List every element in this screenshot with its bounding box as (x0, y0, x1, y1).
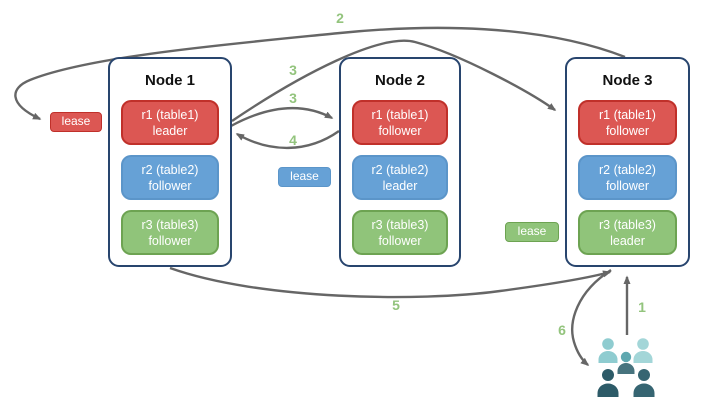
user-front-right-icon (633, 369, 655, 397)
user-middle-icon (617, 351, 635, 374)
user-back-right-icon (633, 338, 653, 363)
users-group-icon (597, 338, 655, 397)
node-2-replica-r2: r2 (table2) leader (352, 155, 448, 200)
replica-range-label: r3 (table3) (141, 217, 199, 232)
node-2-replica-r1: r1 (table1) follower (352, 100, 448, 145)
replica-role-label: follower (148, 233, 192, 248)
node-1-replica-r2: r2 (table2) follower (121, 155, 219, 200)
node-2-replica-r3: r3 (table3) follower (352, 210, 448, 255)
step-label-2: 2 (336, 10, 344, 26)
node-1-replica-r1: r1 (table1) leader (121, 100, 219, 145)
replica-role-label: follower (605, 123, 650, 138)
replica-range-label: r1 (table1) (599, 107, 656, 122)
step-label-1: 1 (638, 299, 646, 315)
node-3-title: Node 3 (602, 72, 653, 89)
step-label-4: 4 (289, 132, 297, 148)
user-back-left-icon (598, 338, 618, 363)
node-3-replica-r3: r3 (table3) leader (578, 210, 677, 255)
lease-badge-red: lease (50, 112, 102, 132)
lease-badge-green: lease (505, 222, 559, 242)
replica-role-label: leader (152, 123, 188, 138)
replica-role-label: follower (378, 123, 422, 138)
arrow-step3-to-node3 (231, 39, 557, 122)
replica-range-label: r2 (table2) (141, 162, 199, 177)
node-3-replica-r1: r1 (table1) follower (578, 100, 677, 145)
replica-role-label: follower (148, 178, 192, 193)
node-3: Node 3 r1 (table1) follower r2 (table2) … (565, 57, 690, 267)
replica-role-label: leader (610, 233, 645, 248)
arrow-step5 (169, 266, 612, 299)
replica-role-label: follower (378, 233, 422, 248)
replica-range-label: r3 (table3) (371, 217, 429, 232)
arrow-step6 (571, 268, 612, 366)
arrow-step2 (14, 26, 626, 121)
node-3-replica-r2: r2 (table2) follower (578, 155, 677, 200)
node-2: Node 2 r1 (table1) follower r2 (table2) … (339, 57, 461, 267)
node-1: Node 1 r1 (table1) leader r2 (table2) fo… (108, 57, 232, 267)
step-label-3b: 3 (289, 90, 297, 106)
step-label-3a: 3 (289, 62, 297, 78)
replica-role-label: follower (605, 178, 650, 193)
arrow-step4 (235, 130, 340, 150)
user-front-left-icon (597, 369, 619, 397)
lease-badge-blue: lease (278, 167, 331, 187)
replica-range-label: r1 (table1) (141, 107, 199, 122)
node-2-title: Node 2 (374, 72, 425, 89)
step-label-6: 6 (558, 322, 566, 338)
arrow-step3-to-node2 (230, 107, 334, 128)
step-label-5: 5 (392, 297, 400, 313)
replica-range-label: r1 (table1) (371, 107, 429, 122)
replica-range-label: r3 (table3) (599, 217, 656, 232)
replica-range-label: r2 (table2) (599, 162, 656, 177)
node-1-replica-r3: r3 (table3) follower (121, 210, 219, 255)
replica-role-label: leader (382, 178, 418, 193)
node-1-title: Node 1 (144, 72, 195, 89)
replica-range-label: r2 (table2) (371, 162, 429, 177)
